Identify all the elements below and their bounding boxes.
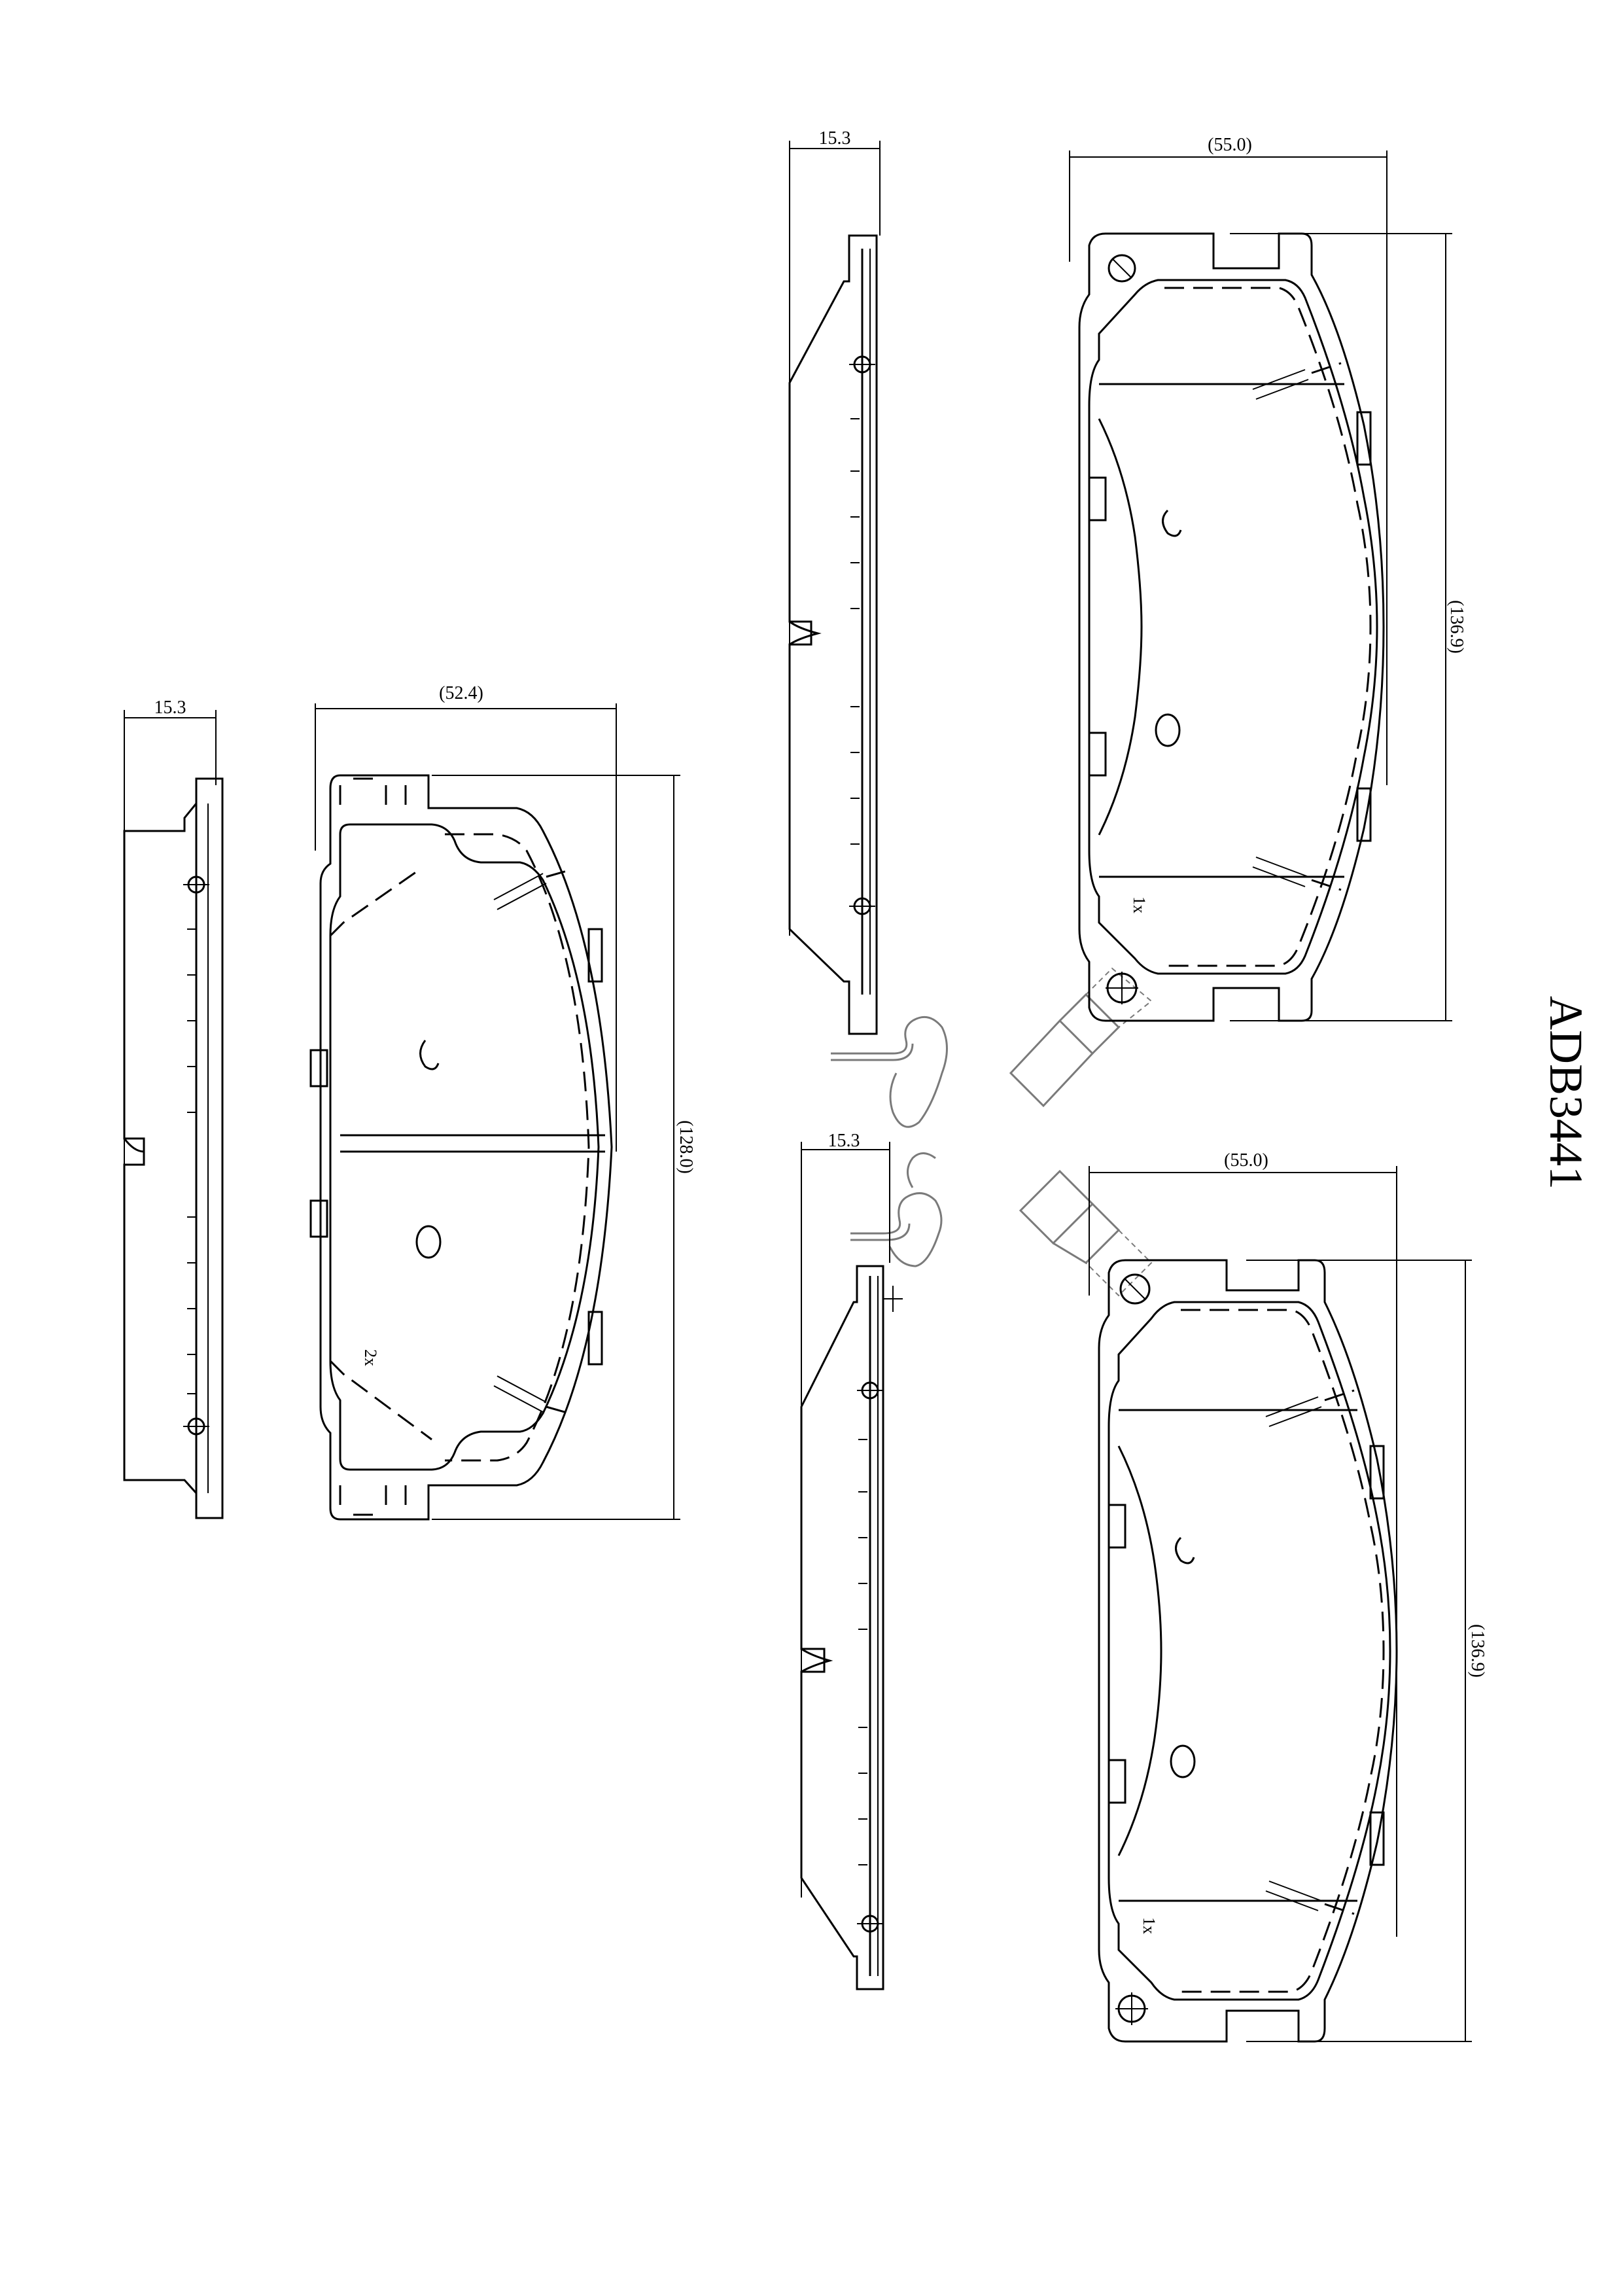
wear-sensor-block-bottom-icon (1019, 1169, 1153, 1297)
right-top-quantity-note: 1x (1130, 896, 1149, 913)
right-top-wear-indicator-top-icon (1252, 362, 1342, 400)
right-bottom-pad-height-label: (136.9) (1467, 1624, 1488, 1678)
right-top-pad-slot-mark (1162, 509, 1182, 537)
wear-sensor-clip-bottom-icon (850, 1152, 943, 1267)
right-top-shim-pin-bottom-icon (1106, 972, 1138, 1004)
right-bottom-side-rivet-bottom-icon (857, 1911, 883, 1937)
left-side-rivet-top-icon (183, 872, 209, 898)
left-wear-indicator-top-icon (493, 869, 570, 910)
right-top-shim-pin-top-icon (1108, 254, 1136, 283)
right-bottom-sensor-pin-icon (883, 1286, 903, 1312)
right-bottom-pad-hole (1170, 1744, 1196, 1778)
right-bottom-shim-pin-bottom-icon (1115, 1992, 1148, 2025)
right-bottom-wear-indicator-bottom-icon (1265, 1881, 1355, 1915)
left-pad-side-view: 15.3 (123, 698, 224, 1519)
right-bottom-side-rivet-top-icon (857, 1377, 883, 1404)
left-pad-front-view: (52.4) (128.0) 2x (309, 683, 696, 1521)
right-bottom-shim-pin-top-icon (1119, 1273, 1151, 1305)
right-top-side-thickness-label: 15.3 (819, 128, 851, 149)
right-top-side-rivet-bottom-icon (849, 893, 875, 919)
right-bottom-side-thickness-label: 15.3 (828, 1131, 860, 1151)
right-top-wear-indicator-bottom-icon (1252, 857, 1342, 891)
right-bottom-pad-front-view: (55.0) (136.9) 1x (1089, 1150, 1488, 2043)
left-pad-hole (415, 1225, 442, 1259)
right-top-pad-front-view: (55.0) (136.9) 1x (1069, 135, 1467, 1022)
left-quantity-note: 2x (361, 1349, 380, 1366)
left-pad-slot-mark (419, 1040, 440, 1070)
part-number-label: ADB3441 (1540, 996, 1592, 1190)
left-pad-height-label: (128.0) (676, 1120, 696, 1174)
right-top-side-rivet-top-icon (849, 351, 875, 378)
wear-sensor-clip-top-icon (831, 1016, 948, 1128)
left-pad-width-label: (52.4) (439, 683, 483, 703)
right-bottom-wear-indicator-top-icon (1265, 1389, 1355, 1427)
left-side-rivet-bottom-icon (183, 1413, 209, 1439)
left-wear-indicator-bottom-icon (493, 1375, 570, 1415)
right-bottom-pad-side-view: 15.3 (800, 1131, 903, 1990)
right-top-pad-height-label: (136.9) (1446, 600, 1467, 654)
right-top-pad-width-label: (55.0) (1208, 135, 1252, 155)
right-top-pad-hole (1155, 713, 1181, 747)
right-top-pad-side-view: 15.3 (788, 128, 881, 1035)
wear-sensor-block-top-icon (1009, 967, 1153, 1108)
right-bottom-quantity-note: 1x (1140, 1917, 1159, 1934)
right-bottom-pad-width-label: (55.0) (1224, 1150, 1268, 1171)
left-side-thickness-label: 15.3 (154, 698, 186, 718)
right-bottom-pad-slot-mark (1175, 1536, 1195, 1564)
